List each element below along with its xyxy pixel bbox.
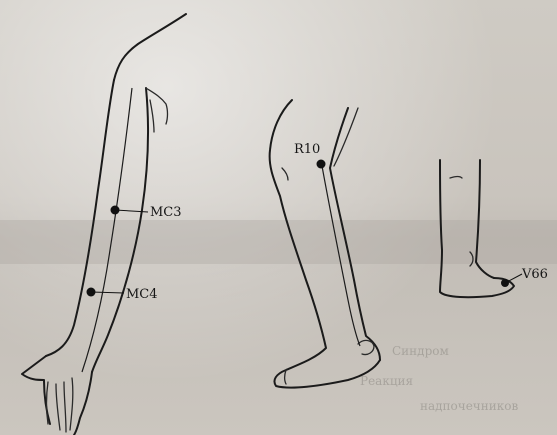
point-r10 [317, 160, 326, 169]
bleed-through-line-1: Синдром [392, 344, 449, 358]
shoulder-outline [114, 14, 186, 80]
armpit-outline [146, 88, 168, 124]
label-mc4: MC4 [126, 287, 158, 302]
ankle-bone [358, 340, 374, 354]
finger-line-1 [56, 384, 60, 430]
bleed-through-line-2: Реакция [360, 374, 413, 388]
arm-outer-outline [46, 80, 114, 356]
knee-mark [282, 168, 288, 180]
bleed-through-line-3: надпочечников [420, 399, 518, 413]
bleed-through-text: Синдром Реакция надпочечников [0, 220, 557, 413]
leader-mc3 [115, 210, 148, 212]
leader-mc4 [91, 292, 124, 293]
finger-line-3 [70, 378, 73, 430]
hand-outline-thumb [22, 356, 50, 424]
label-r10: R10 [294, 142, 320, 157]
shin-mark [450, 177, 462, 179]
label-mc3: MC3 [150, 205, 182, 220]
toe-line [285, 370, 287, 384]
hand-outline-outer [74, 372, 92, 435]
finger-line-2 [64, 382, 66, 432]
leader-v66 [505, 274, 522, 283]
label-v66: V66 [521, 267, 548, 282]
chest-line [150, 100, 154, 132]
finger-line-4 [47, 382, 49, 424]
